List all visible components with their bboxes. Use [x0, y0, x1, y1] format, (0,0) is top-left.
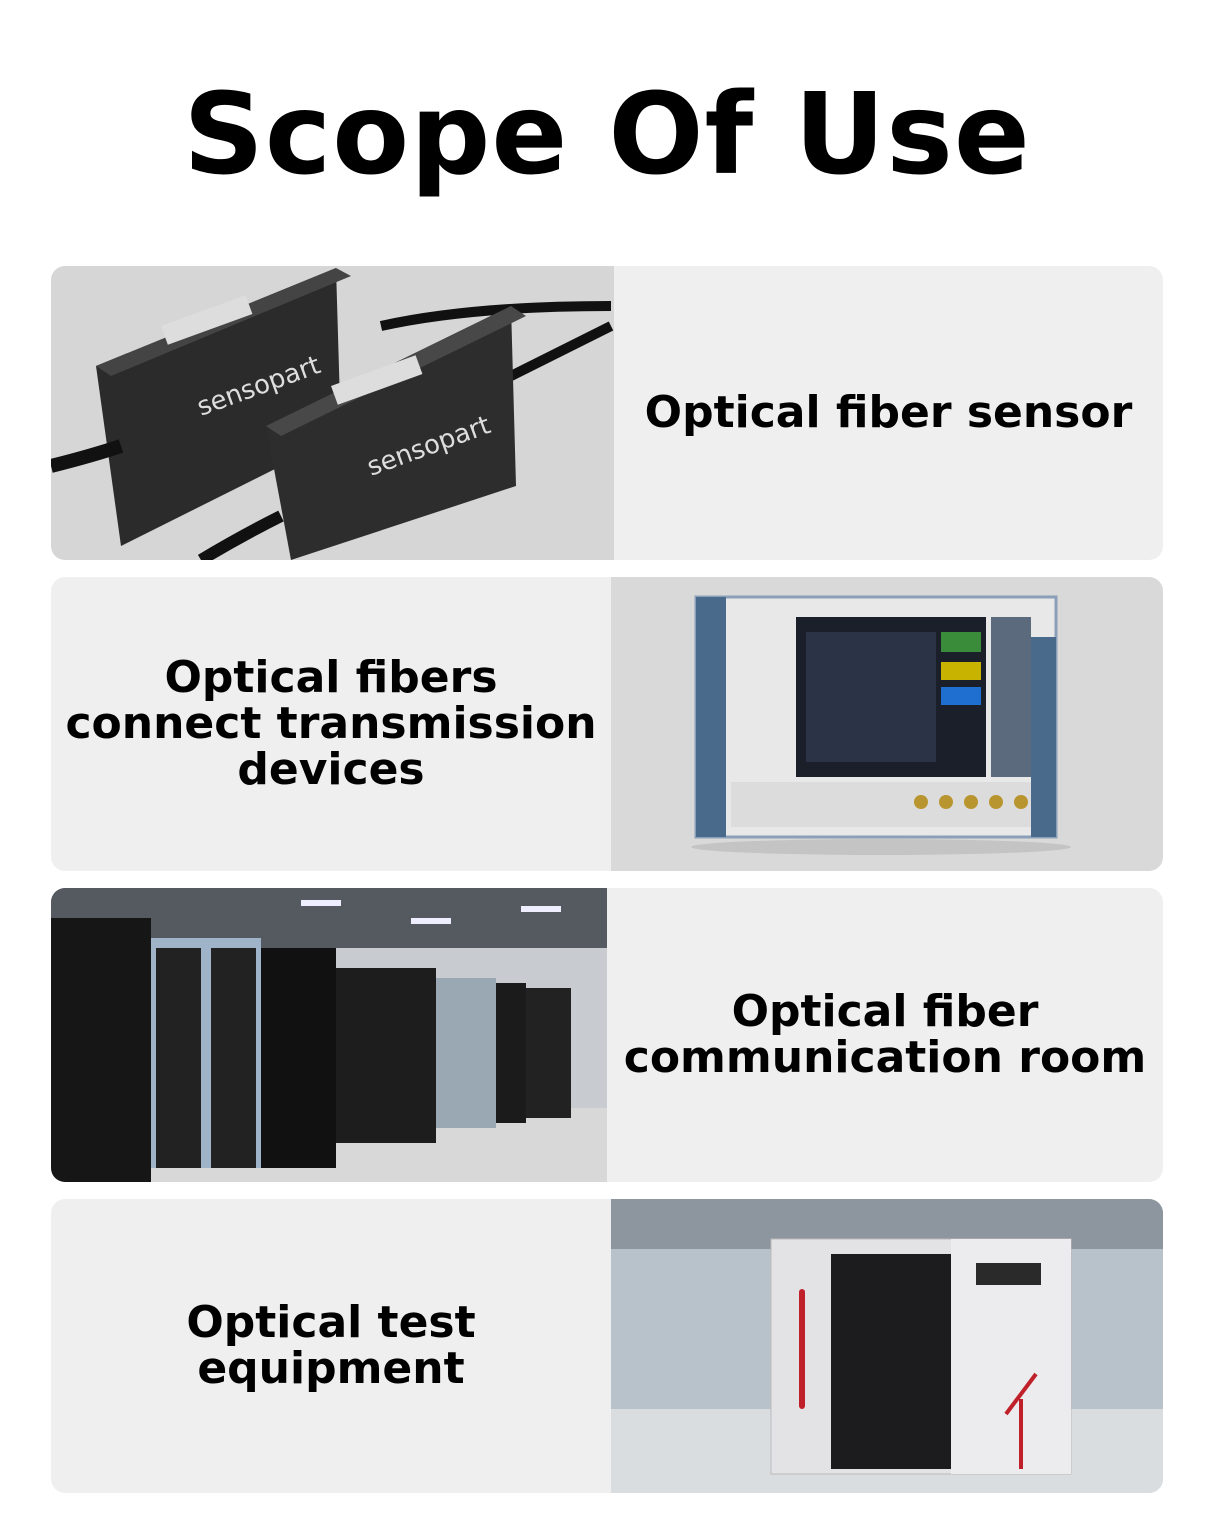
- card-communication-room: Optical fiber communication room: [51, 888, 1163, 1182]
- card-label: Optical fiber communication room: [623, 986, 1147, 1083]
- card-test-equipment: Optical test equipment: [51, 1199, 1163, 1493]
- card-transmission-devices: Optical fibers connect transmission devi…: [51, 577, 1163, 871]
- card-label: Optical fiber sensor: [644, 387, 1133, 438]
- card-label: Optical test equipment: [186, 1297, 476, 1394]
- card-optical-fiber-sensor: sensopart sensopart Optical fiber sensor: [51, 266, 1163, 560]
- oscilloscope-image: [611, 577, 1163, 871]
- page-title: Scope Of Use: [183, 70, 1031, 200]
- laser-machine-image: [611, 1199, 1163, 1493]
- fiber-sensor-image: sensopart sensopart: [51, 266, 614, 560]
- card-label: Optical fibers connect transmission devi…: [65, 652, 597, 795]
- server-room-image: [51, 888, 607, 1182]
